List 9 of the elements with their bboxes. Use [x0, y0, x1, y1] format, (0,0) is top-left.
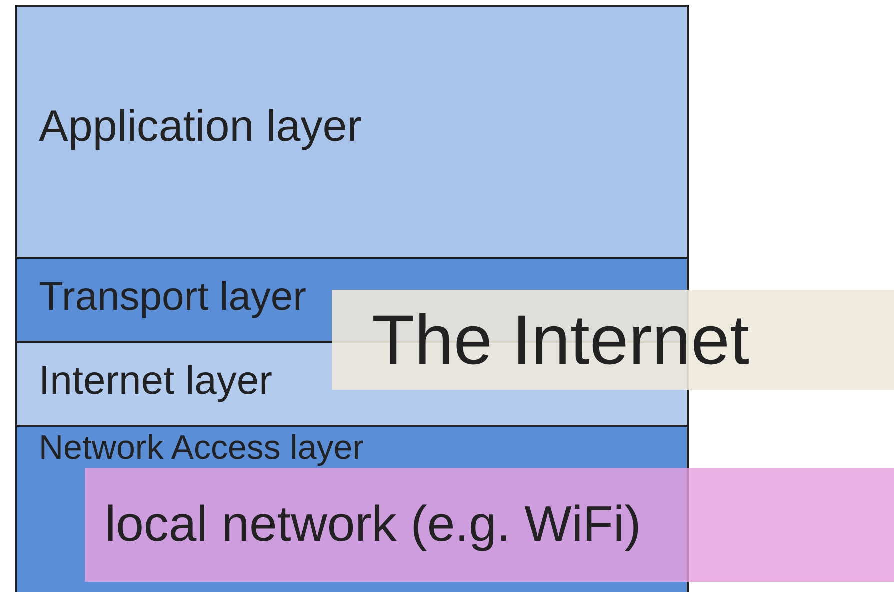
layer-label: Network Access layer — [39, 429, 364, 468]
overlay-banner — [85, 468, 894, 582]
layer-band — [15, 5, 689, 259]
layer-label: Application layer — [39, 102, 362, 152]
layer-label: Transport layer — [39, 275, 306, 320]
banner-title: local network (e.g. WiFi) — [105, 495, 642, 553]
overlay-banner — [332, 290, 894, 390]
layer-label: Internet layer — [39, 359, 272, 404]
banner-title: The Internet — [372, 300, 750, 380]
